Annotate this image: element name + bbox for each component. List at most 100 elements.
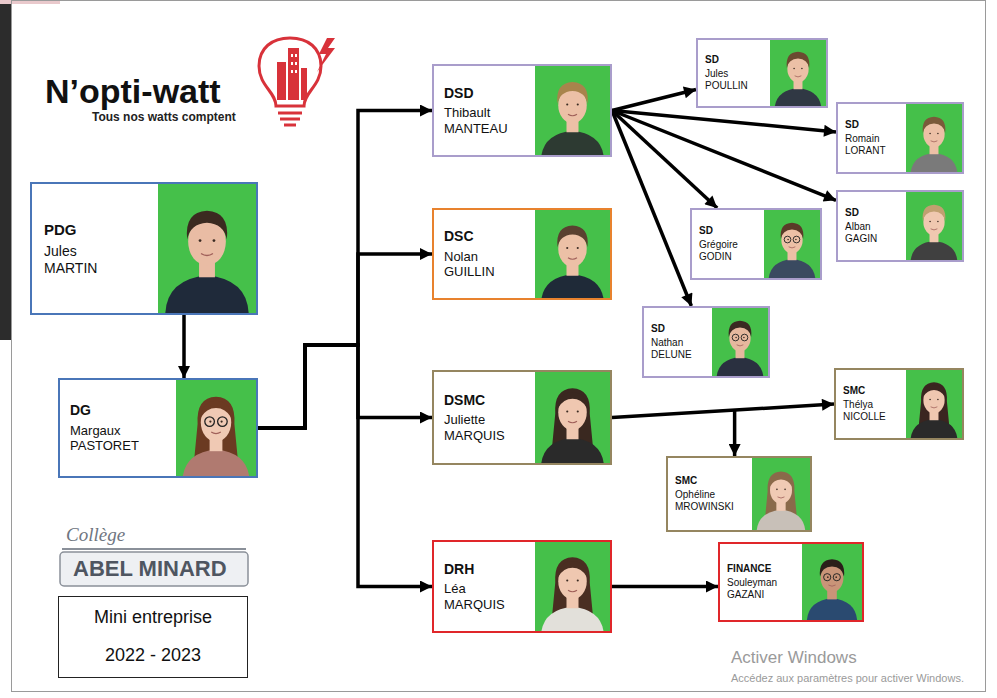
green-backdrop [752,458,810,530]
connector-arrow [612,404,834,418]
hair [557,82,588,104]
hair [557,226,588,248]
glasses [793,236,800,243]
logo-name: N’opti-watt [45,72,221,111]
hair [923,205,946,221]
green-backdrop [906,192,962,260]
person-name: Thibault MANTEAU [444,105,508,136]
box-content: DSCNolan GUILLIN [444,228,495,280]
box-content: SDJules POULLIN [705,54,748,92]
person-name: Jules POULLIN [705,68,748,92]
eye [577,579,579,581]
shoulders [768,259,815,278]
role-title: DRH [444,561,474,578]
building-icon [301,68,307,100]
box-content: SDGrégoire GODIN [699,225,738,263]
role-title: SMC [675,475,697,487]
person-box: DSCNolan GUILLIN [432,208,612,300]
mouth [201,253,213,255]
connector-arrow [733,410,737,456]
box-content: DSDThibault MANTEAU [444,85,508,137]
role-title: SD [845,119,859,131]
box-content: SDRomain LORANT [845,119,886,157]
green-backdrop [176,380,256,476]
hair [770,474,792,486]
box-content: SMCThélya NICOLLE [843,385,886,423]
person-name: Juliette MARQUIS [444,412,505,443]
shoulders [910,241,957,260]
box-content: PDGJules MARTIN [44,221,97,277]
green-backdrop [158,184,256,313]
shoulders [541,438,604,463]
portrait-photo [802,544,862,620]
person-name: Alban GAGIN [845,221,877,245]
glasses [205,417,215,427]
green-backdrop [535,210,610,298]
connector-arrow [612,111,836,132]
box-content: SMCOphéline MROWINSKI [675,475,734,513]
eye [929,221,931,223]
person-box: SD Alban GAGIN [836,190,964,262]
mouth [789,247,796,248]
connector-arrow [612,111,717,209]
building-window [295,62,297,65]
person-name: Nathan DELUNE [651,337,692,361]
portrait-photo [764,210,820,278]
eye [735,337,737,339]
info-box: Mini entreprise 2022 - 2023 [58,596,248,678]
portrait-photo [535,66,610,155]
os-watermark: Activer Windows [731,648,857,668]
eye [784,489,786,491]
green-backdrop [535,372,610,463]
person-name: Jules MARTIN [44,243,97,277]
building-window [291,54,293,57]
mouth [211,432,221,434]
person-name: Souleyman GAZANI [727,577,777,601]
shoulders [182,450,249,476]
green-backdrop [770,40,826,106]
eye [566,103,568,105]
person-name: Thélya NICOLLE [843,399,886,423]
building-window [291,70,293,73]
person-box: DRHLéa MARQUIS [432,540,612,633]
logo-plaque [60,552,248,586]
glasses [833,574,840,581]
box-text: 2022 - 2023 [105,645,201,667]
building-window [291,62,293,65]
glasses [732,334,739,341]
mouth [931,141,938,142]
school-logo-name: ABEL MINARD [73,556,227,581]
building-window [295,54,297,57]
connector-arrow [612,90,696,111]
bulb-base [278,112,302,115]
box-content: Mini entreprise 2022 - 2023 [94,607,212,666]
green-backdrop [764,210,820,278]
shoulders [541,274,604,298]
hair [923,385,944,397]
green-backdrop [906,104,962,172]
glasses [218,417,228,427]
eye [566,410,568,412]
glasses [784,236,791,243]
person-box: SMCOphéline MROWINSKI [666,456,812,532]
shoulders [757,510,806,530]
person-box: SMCThélya NICOLLE [834,368,964,440]
hair [820,559,844,576]
shoulders [910,419,957,438]
box-content: DGMargaux PASTORET [70,402,139,454]
box-text: Mini entreprise [94,607,212,629]
eye [801,68,803,70]
eye [787,239,789,241]
mouth [828,585,835,586]
box-content: SDNathan DELUNE [651,323,692,361]
connector-arrow [612,111,836,201]
eye [776,489,778,491]
os-watermark: Accédez aux paramètres pour activer Wind… [731,672,964,685]
role-title: FINANCE [727,563,771,575]
green-backdrop [535,542,610,631]
role-title: SD [845,207,859,219]
green-backdrop [906,370,962,438]
portrait-photo [906,192,962,260]
